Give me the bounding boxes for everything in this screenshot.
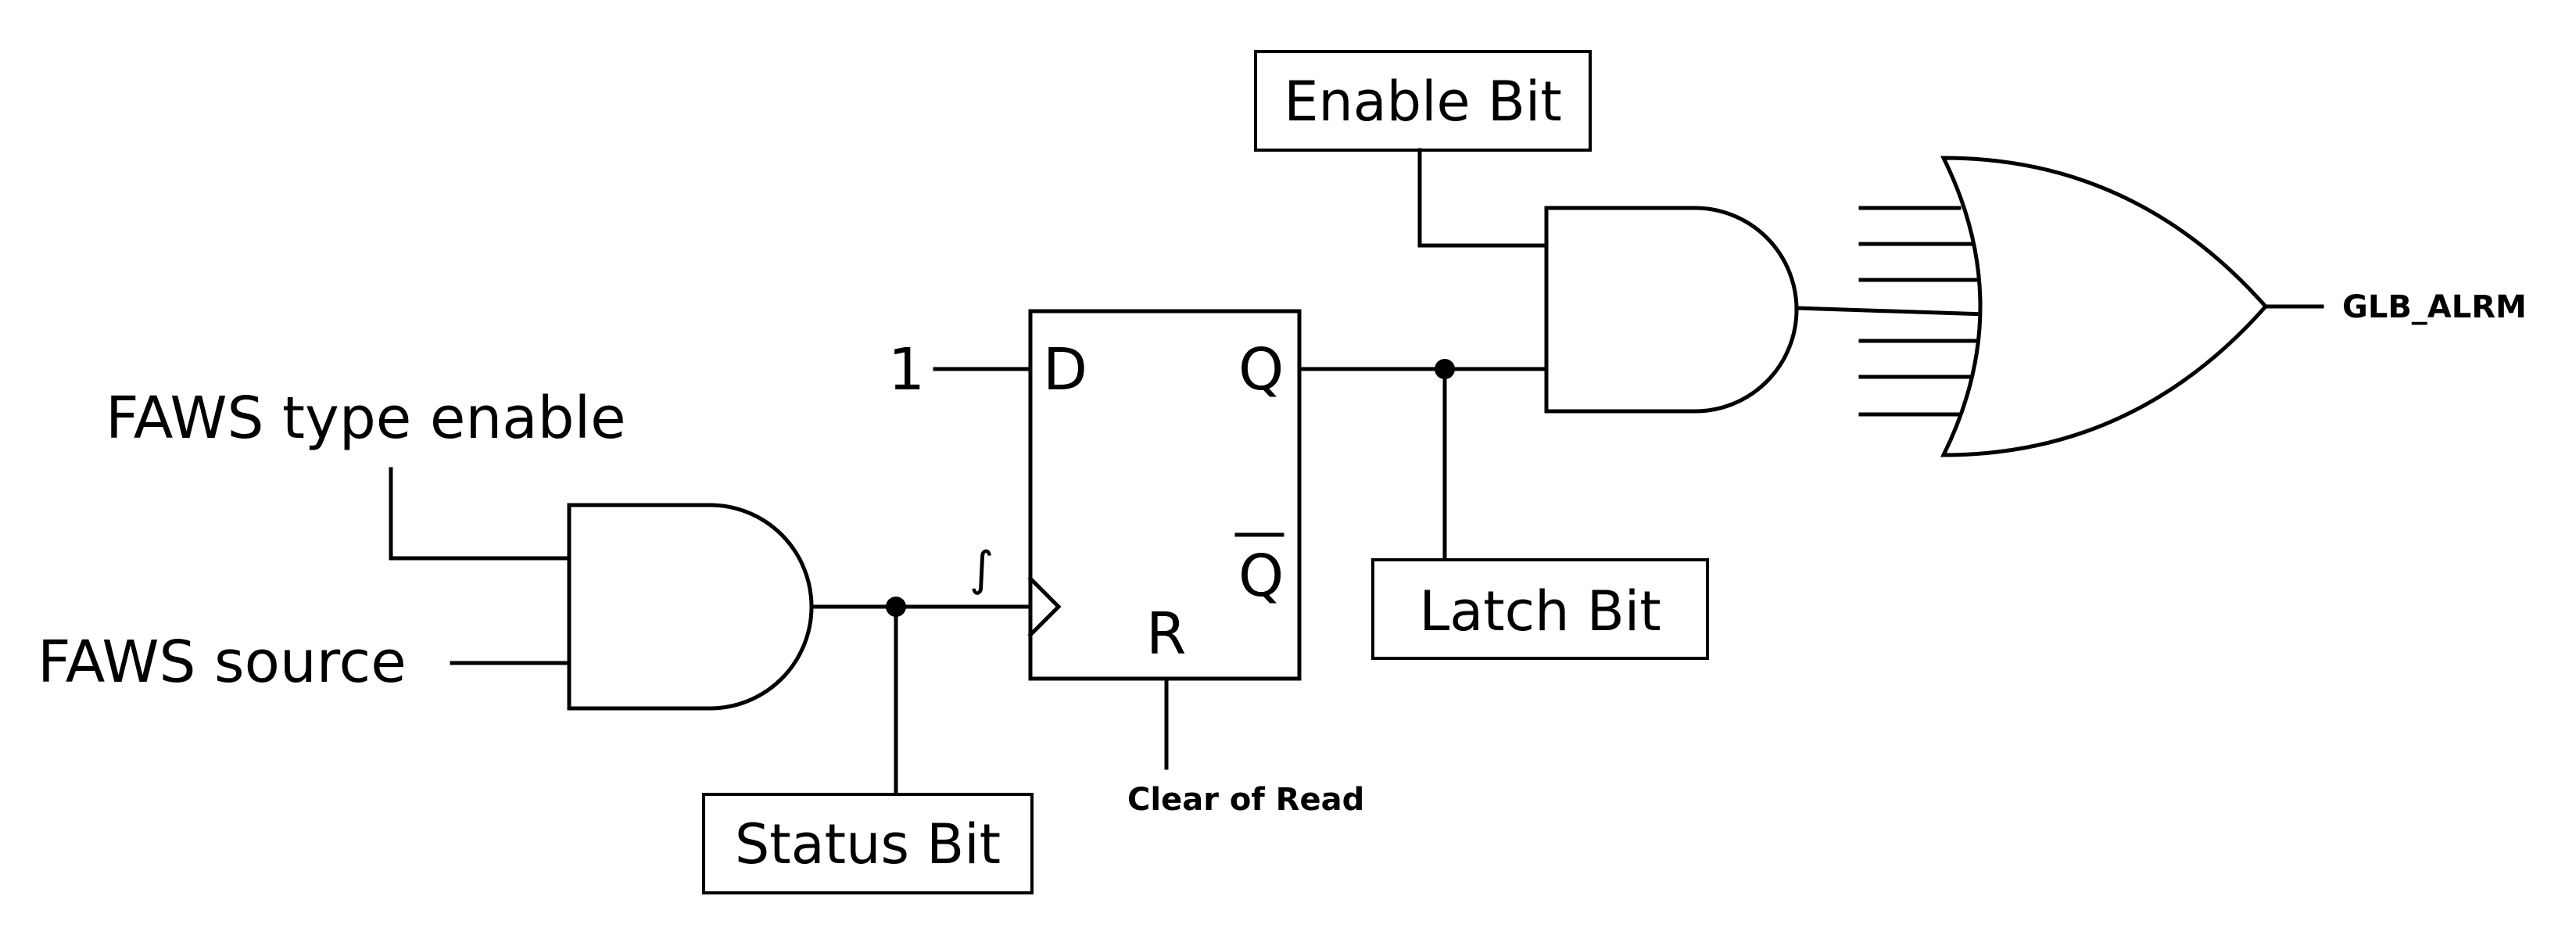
clock-triangle <box>1027 575 1062 638</box>
and-gate-input <box>567 503 814 711</box>
d-pin-label: D <box>1043 336 1087 403</box>
constant-one-label: 1 <box>888 336 925 403</box>
faws-type-enable-wire <box>389 467 571 561</box>
latch-and-output-wire <box>1794 306 1988 317</box>
d-flip-flop <box>1028 309 1302 681</box>
glb-alrm-label: GLB_ALRM <box>2342 289 2527 325</box>
enable-bit-label: Enable Bit <box>1284 70 1562 134</box>
latch-bit-box <box>1371 558 1709 660</box>
enable-bit-box <box>1254 50 1592 152</box>
status-bit-label: Status Bit <box>735 812 1001 876</box>
or-gate <box>1940 156 2269 457</box>
rising-edge-symbol: ∫ <box>969 542 994 597</box>
latch-bit-label: Latch Bit <box>1419 579 1661 643</box>
r-pin-label: R <box>1146 600 1186 668</box>
q-pin-label: Q <box>1238 336 1284 403</box>
q-bar-pin-label: Q <box>1238 543 1284 610</box>
clear-of-read-label: Clear of Read <box>1127 782 1364 818</box>
status-bit-box <box>702 793 1034 894</box>
and-gate-latch <box>1544 206 1799 414</box>
faws-type-enable-label: FAWS type enable <box>106 385 626 452</box>
enable-bit-wire <box>1417 148 1549 248</box>
faws-source-label: FAWS source <box>38 629 407 696</box>
